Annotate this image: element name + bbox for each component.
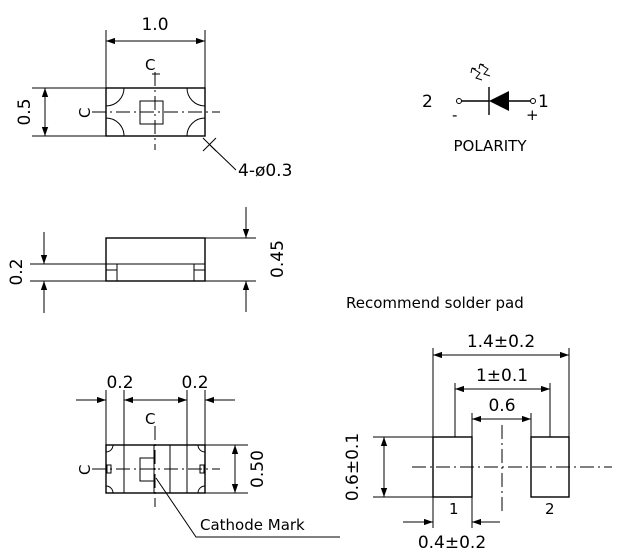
polarity-pin-left: 2 <box>422 92 433 112</box>
led-triangle-icon <box>489 91 509 111</box>
top-centerline-mark-v: C <box>145 56 155 74</box>
bottom-corner-tr <box>197 444 206 453</box>
side-pad-height-dim: 0.2 <box>7 258 27 285</box>
cathode-mark-label: Cathode Mark <box>200 516 305 534</box>
pad-gap-dim: 0.6 <box>488 396 515 416</box>
pad-2-label: 2 <box>545 500 555 518</box>
corner-hole-bl <box>105 117 125 137</box>
light-emission-icon <box>470 63 491 81</box>
polarity-terminal-right <box>530 98 536 104</box>
bottom-left-dim: 0.2 <box>106 373 133 393</box>
bottom-corner-br <box>197 485 206 494</box>
cathode-leader <box>155 477 340 538</box>
side-pad-left <box>105 263 118 271</box>
corner-hole-tr <box>186 87 206 107</box>
solder-pad-title: Recommend solder pad <box>346 294 524 312</box>
side-view: 0.2 0.45 <box>7 207 288 313</box>
hole-cross-2 <box>202 137 217 152</box>
pad-1-label: 1 <box>449 500 459 518</box>
bottom-height-dim: 0.50 <box>248 450 268 488</box>
top-view: 1.0 0.5 C C 4-ø0.3 <box>15 15 292 181</box>
bottom-right-dim: 0.2 <box>181 373 208 393</box>
corner-hole-tl <box>105 87 125 107</box>
bottom-centerline-mark-h: C <box>76 465 94 475</box>
side-pad-right <box>193 263 206 271</box>
side-view-body <box>105 237 206 282</box>
bottom-centerline-mark-v: C <box>145 410 155 428</box>
polarity-terminal-left <box>456 98 462 104</box>
polarity-diagram: 2 1 - + POLARITY <box>422 63 549 155</box>
bottom-view: 0.2 0.2 C C 0.50 Cathode Mark <box>76 373 340 538</box>
side-total-height-dim: 0.45 <box>268 240 288 278</box>
top-centerline-mark-h: C <box>76 108 94 118</box>
hole-leader <box>209 144 237 171</box>
pad-center-dim: 1±0.1 <box>476 366 528 386</box>
hole-dim: 4-ø0.3 <box>238 161 292 181</box>
solder-pad-section: Recommend solder pad 1.4±0.2 1±0.1 0.6 1… <box>343 294 612 553</box>
pad-width-dim: 0.4±0.2 <box>418 533 486 553</box>
corner-hole-br <box>186 117 206 137</box>
polarity-minus: - <box>452 106 457 124</box>
pad-height-dim: 0.6±0.1 <box>343 433 363 501</box>
polarity-pin-right: 1 <box>538 92 549 112</box>
bottom-corner-tl <box>105 444 114 453</box>
top-width-dim: 1.0 <box>141 15 168 35</box>
bottom-corner-bl <box>105 485 114 494</box>
pad-overall-dim: 1.4±0.2 <box>467 332 535 352</box>
polarity-plus: + <box>526 106 539 124</box>
polarity-label: POLARITY <box>454 137 528 155</box>
top-height-dim: 0.5 <box>15 98 35 125</box>
